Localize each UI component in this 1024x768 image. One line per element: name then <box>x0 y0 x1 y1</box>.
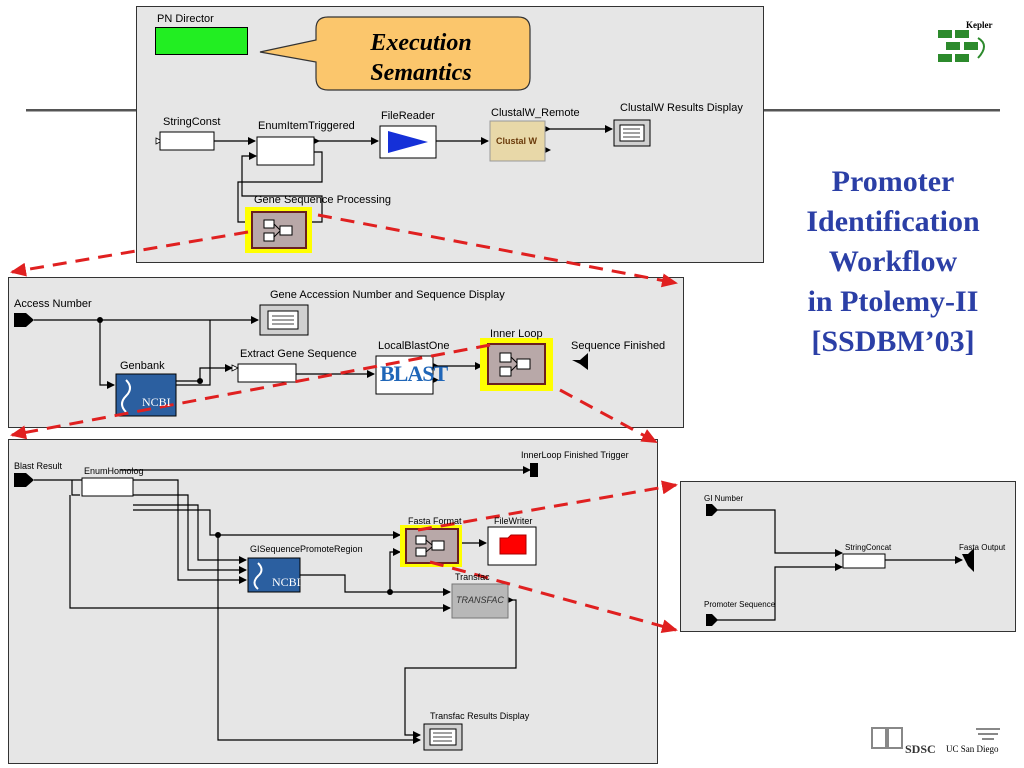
fasta-output-label: Fasta Output <box>959 543 1006 552</box>
sdsc-logo-text: SDSC <box>905 742 936 756</box>
title-line: [SSDBM’03] <box>811 325 975 358</box>
kepler-logo <box>938 30 985 62</box>
string-const-actor <box>159 131 215 151</box>
inner-loop-label: Inner Loop <box>490 328 543 340</box>
gene-seq-processing-label: Gene Sequence Processing <box>254 194 391 206</box>
local-blast-label: LocalBlastOne <box>378 340 450 352</box>
kepler-logo-text: Kepler <box>966 20 993 30</box>
enum-homolog-actor <box>81 477 134 497</box>
sequence-finished-label: Sequence Finished <box>571 340 666 352</box>
local-blast-actor <box>375 355 434 395</box>
gi-number-port <box>706 504 718 516</box>
clustal-icon-text: Clustal W <box>496 136 538 146</box>
transfac-results-label: Transfac Results Display <box>430 711 530 721</box>
blast-icon-text: BLAST <box>380 361 448 386</box>
enum-item-triggered-actor <box>256 136 315 166</box>
promoter-seq-label: Promoter Sequence <box>704 600 776 609</box>
callout-text: Execution Semantics <box>318 28 524 88</box>
callout-line: Execution <box>370 30 472 56</box>
enum-item-triggered-label: EnumItemTriggered <box>258 120 355 132</box>
innerloop-finished-port <box>530 463 538 477</box>
extract-gene-seq-label: Extract Gene Sequence <box>240 348 357 360</box>
genbank-ncbi-text: NCBI <box>142 395 171 409</box>
gene-seq-processing-actor <box>251 211 307 249</box>
callout-bubble <box>259 16 531 91</box>
title-line: Identification <box>806 205 980 238</box>
file-reader-label: FileReader <box>381 110 435 122</box>
gi-seq-ncbi-text: NCBI <box>272 575 301 589</box>
blast-result-label: Blast Result <box>14 461 63 471</box>
transfac-label: Transfac <box>455 572 490 582</box>
title-line: Workflow <box>828 245 958 278</box>
genbank-label: Genbank <box>120 360 165 372</box>
clustalw-remote-label: ClustalW_Remote <box>491 107 580 119</box>
access-number-label: Access Number <box>14 298 92 310</box>
gi-number-label: GI Number <box>704 494 744 503</box>
string-concat-actor <box>842 553 886 569</box>
title-line: in Ptolemy-II <box>807 285 979 318</box>
access-number-port <box>14 313 34 327</box>
title-line: Promoter <box>831 165 955 198</box>
sequence-finished-port <box>572 353 588 370</box>
pn-director-block[interactable] <box>155 27 248 55</box>
ucsd-logo-text: UC San Diego <box>946 744 999 754</box>
pn-director-label: PN Director <box>157 13 214 25</box>
fasta-output-port <box>962 548 974 572</box>
fasta-format-label: Fasta Format <box>408 516 462 526</box>
extract-gene-seq-actor <box>237 363 297 383</box>
callout-line: Semantics <box>370 60 472 86</box>
innerloop-finished-label: InnerLoop Finished Trigger <box>521 450 629 460</box>
enum-homolog-label: EnumHomolog <box>84 466 144 476</box>
file-reader-icon <box>388 131 428 153</box>
file-writer-label: FileWriter <box>494 516 533 526</box>
string-concat-label: StringConcat <box>845 543 892 552</box>
transfac-icon-text: TRANSFAC <box>456 595 504 605</box>
sdsc-logo <box>871 727 1000 749</box>
string-const-label: StringConst <box>163 116 221 128</box>
transfac-actor <box>451 583 509 619</box>
slide-title: Promoter Identification Workflow in Ptol… <box>770 162 1016 362</box>
clustalw-remote-actor <box>489 120 546 162</box>
gi-seq-promote-label: GISequencePromoteRegion <box>250 544 363 554</box>
gene-accession-display-label: Gene Accession Number and Sequence Displ… <box>270 289 505 301</box>
blast-result-port <box>14 473 34 487</box>
promoter-seq-port <box>706 614 718 626</box>
clustalw-results-label: ClustalW Results Display <box>620 102 743 114</box>
